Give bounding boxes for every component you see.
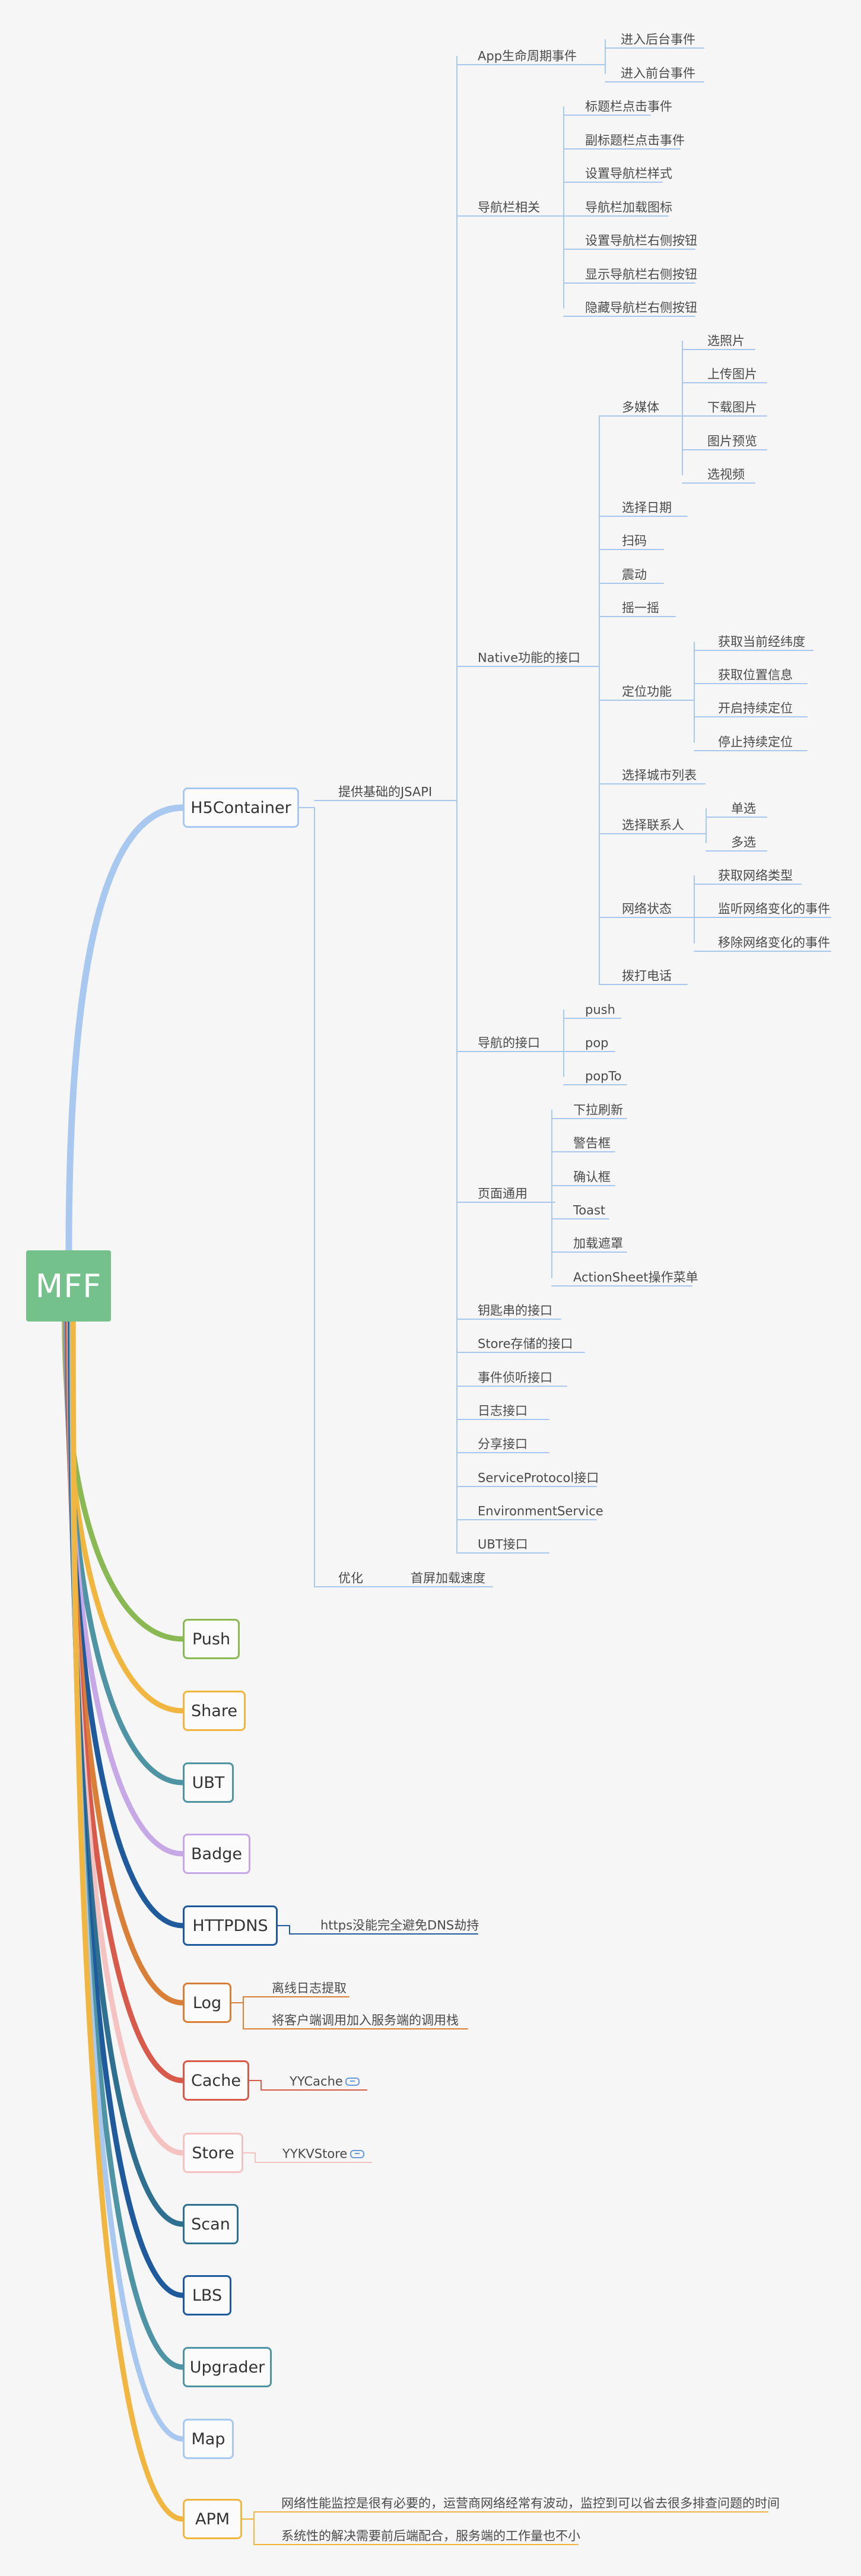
branch-log[interactable]: Log <box>183 1983 231 2023</box>
node-httpdns-item[interactable]: https没能完全避免DNS劫持 <box>320 1918 479 1933</box>
node-multimedia[interactable]: 多媒体 <box>622 400 659 415</box>
branch-ubt[interactable]: UBT <box>183 1762 234 1803</box>
node-navigation-item[interactable]: push <box>585 1002 615 1017</box>
node-navigation-item[interactable]: popTo <box>585 1069 622 1084</box>
node-app-life-item[interactable]: 进入后台事件 <box>621 32 695 47</box>
node-optimize-item[interactable]: 首屏加载速度 <box>411 1571 485 1586</box>
node-page-item[interactable]: 警告框 <box>573 1136 611 1151</box>
node-location-item[interactable]: 获取位置信息 <box>718 668 793 682</box>
node-contacts-item[interactable]: 单选 <box>731 801 756 816</box>
node-vibrate[interactable]: 震动 <box>622 567 647 582</box>
node-optimize[interactable]: 优化 <box>338 1571 363 1586</box>
node-network[interactable]: 网络状态 <box>622 901 672 916</box>
node-log-item[interactable]: 离线日志提取 <box>272 1981 347 1996</box>
node-multimedia-item[interactable]: 选照片 <box>707 333 745 348</box>
node-nav-item[interactable]: 设置导航栏右侧按钮 <box>585 233 697 248</box>
node-shake[interactable]: 摇一摇 <box>622 601 659 615</box>
branch-push[interactable]: Push <box>183 1619 240 1659</box>
node-navigation-item[interactable]: pop <box>585 1036 609 1050</box>
node-other-api[interactable]: 事件侦听接口 <box>478 1370 552 1385</box>
branch-badge[interactable]: Badge <box>183 1834 250 1874</box>
node-page-item[interactable]: 确认框 <box>573 1170 611 1184</box>
node-page-item[interactable]: ActionSheet操作菜单 <box>573 1270 698 1285</box>
node-other-api[interactable]: 日志接口 <box>478 1403 528 1418</box>
node-page-item[interactable]: 加载遮罩 <box>573 1236 623 1251</box>
branch-cache[interactable]: Cache <box>183 2060 249 2101</box>
node-page-item[interactable]: 下拉刷新 <box>573 1103 623 1117</box>
node-contacts[interactable]: 选择联系人 <box>622 818 684 833</box>
node-native[interactable]: Native功能的接口 <box>478 650 580 665</box>
node-select-date[interactable]: 选择日期 <box>622 500 672 515</box>
branch-store[interactable]: Store <box>183 2133 243 2173</box>
node-nav-item[interactable]: 标题栏点击事件 <box>585 99 672 114</box>
node-multimedia-item[interactable]: 下载图片 <box>707 400 757 415</box>
node-other-api[interactable]: ServiceProtocol接口 <box>478 1470 599 1485</box>
node-cache-item[interactable]: YYCache <box>290 2074 343 2089</box>
node-nav-item[interactable]: 显示导航栏右侧按钮 <box>585 267 697 282</box>
node-scan[interactable]: 扫码 <box>622 533 647 548</box>
node-nav-item[interactable]: 副标题栏点击事件 <box>585 133 685 148</box>
node-location-item[interactable]: 开启持续定位 <box>718 701 793 716</box>
branch-h5container[interactable]: H5Container <box>183 787 299 828</box>
node-location[interactable]: 定位功能 <box>622 684 672 699</box>
node-nav-item[interactable]: 导航栏加载图标 <box>585 200 672 215</box>
h5-curve <box>65 804 186 1254</box>
node-location-item[interactable]: 获取当前经纬度 <box>718 634 805 649</box>
node-other-api[interactable]: UBT接口 <box>478 1537 528 1552</box>
branch-lbs[interactable]: LBS <box>183 2275 231 2315</box>
node-network-item[interactable]: 移除网络变化的事件 <box>718 935 830 950</box>
branch-apm[interactable]: APM <box>183 2499 242 2539</box>
node-multimedia-item[interactable]: 图片预览 <box>707 434 757 449</box>
node-network-item[interactable]: 监听网络变化的事件 <box>718 901 830 916</box>
root-node[interactable]: MFF <box>26 1250 111 1322</box>
branch-upgrader[interactable]: Upgrader <box>183 2347 272 2387</box>
node-app-lifecycle[interactable]: App生命周期事件 <box>478 49 577 63</box>
node-city-list[interactable]: 选择城市列表 <box>622 768 697 783</box>
node-jsapi[interactable]: 提供基础的JSAPI <box>338 784 433 799</box>
node-nav-item[interactable]: 设置导航栏样式 <box>585 166 672 181</box>
node-network-item[interactable]: 获取网络类型 <box>718 868 793 883</box>
link-icon[interactable] <box>350 2150 364 2158</box>
branch-curve <box>70 1319 186 2522</box>
node-store-item[interactable]: YYKVStore <box>282 2146 348 2161</box>
node-apm-item[interactable]: 网络性能监控是很有必要的，运营商网络经常有波动，监控到可以省去很多排查问题的时间 <box>281 2496 780 2511</box>
node-page-common[interactable]: 页面通用 <box>478 1186 528 1201</box>
node-call[interactable]: 拨打电话 <box>622 968 672 983</box>
node-navigation[interactable]: 导航的接口 <box>478 1036 540 1050</box>
node-log-item[interactable]: 将客户端调用加入服务端的调用栈 <box>272 2013 459 2028</box>
node-other-api[interactable]: 钥匙串的接口 <box>478 1303 552 1318</box>
branch-share[interactable]: Share <box>183 1691 246 1731</box>
node-app-life-item[interactable]: 进入前台事件 <box>621 66 695 81</box>
node-multimedia-item[interactable]: 选视频 <box>707 467 745 482</box>
node-page-item[interactable]: Toast <box>573 1203 606 1218</box>
node-other-api[interactable]: 分享接口 <box>478 1437 528 1451</box>
node-other-api[interactable]: Store存储的接口 <box>478 1336 573 1351</box>
branch-scan[interactable]: Scan <box>183 2204 239 2244</box>
node-apm-item[interactable]: 系统性的解决需要前后端配合，服务端的工作量也不小 <box>281 2529 580 2543</box>
node-location-item[interactable]: 停止持续定位 <box>718 735 793 749</box>
node-navbar[interactable]: 导航栏相关 <box>478 200 540 215</box>
branch-httpdns[interactable]: HTTPDNS <box>183 1905 278 1946</box>
node-multimedia-item[interactable]: 上传图片 <box>707 367 757 382</box>
branch-map[interactable]: Map <box>183 2419 234 2459</box>
node-nav-item[interactable]: 隐藏导航栏右侧按钮 <box>585 300 697 315</box>
node-contacts-item[interactable]: 多选 <box>731 835 756 850</box>
node-other-api[interactable]: EnvironmentService <box>478 1504 603 1519</box>
link-icon[interactable] <box>345 2078 360 2086</box>
